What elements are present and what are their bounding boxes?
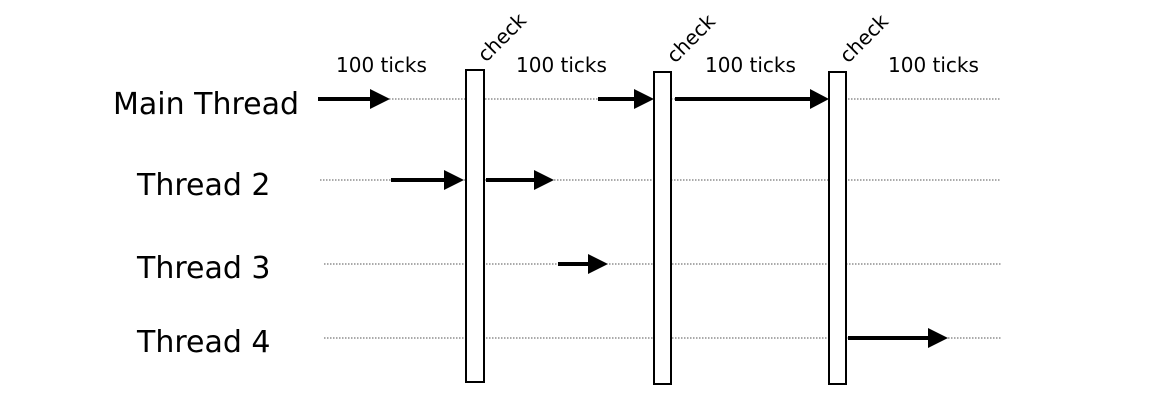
main-thread-run-arrow-3 <box>675 89 829 109</box>
thread-2-run-arrow-1 <box>391 170 464 190</box>
thread-3-label: Thread 3 <box>136 251 271 286</box>
thread-4-run-arrow <box>848 328 948 348</box>
main-thread-run-arrow-1 <box>318 89 390 109</box>
thread-2-label: Thread 2 <box>136 168 271 203</box>
interval-label-4: 100 ticks <box>888 53 979 77</box>
interval-label-3: 100 ticks <box>705 53 796 77</box>
thread-2-run-arrow-2 <box>486 170 554 190</box>
interval-label-1: 100 ticks <box>336 53 427 77</box>
checkpoint-box-3 <box>828 71 847 385</box>
thread-4-label: Thread 4 <box>136 325 271 360</box>
checkpoint-label-3: check <box>835 9 894 68</box>
interval-label-2: 100 ticks <box>516 53 607 77</box>
main-thread-label: Main Thread <box>113 87 299 122</box>
thread-3-run-arrow <box>558 254 608 274</box>
main-thread-run-arrow-2 <box>598 89 654 109</box>
checkpoint-box-2 <box>653 71 672 385</box>
checkpoint-box-1 <box>465 69 485 383</box>
